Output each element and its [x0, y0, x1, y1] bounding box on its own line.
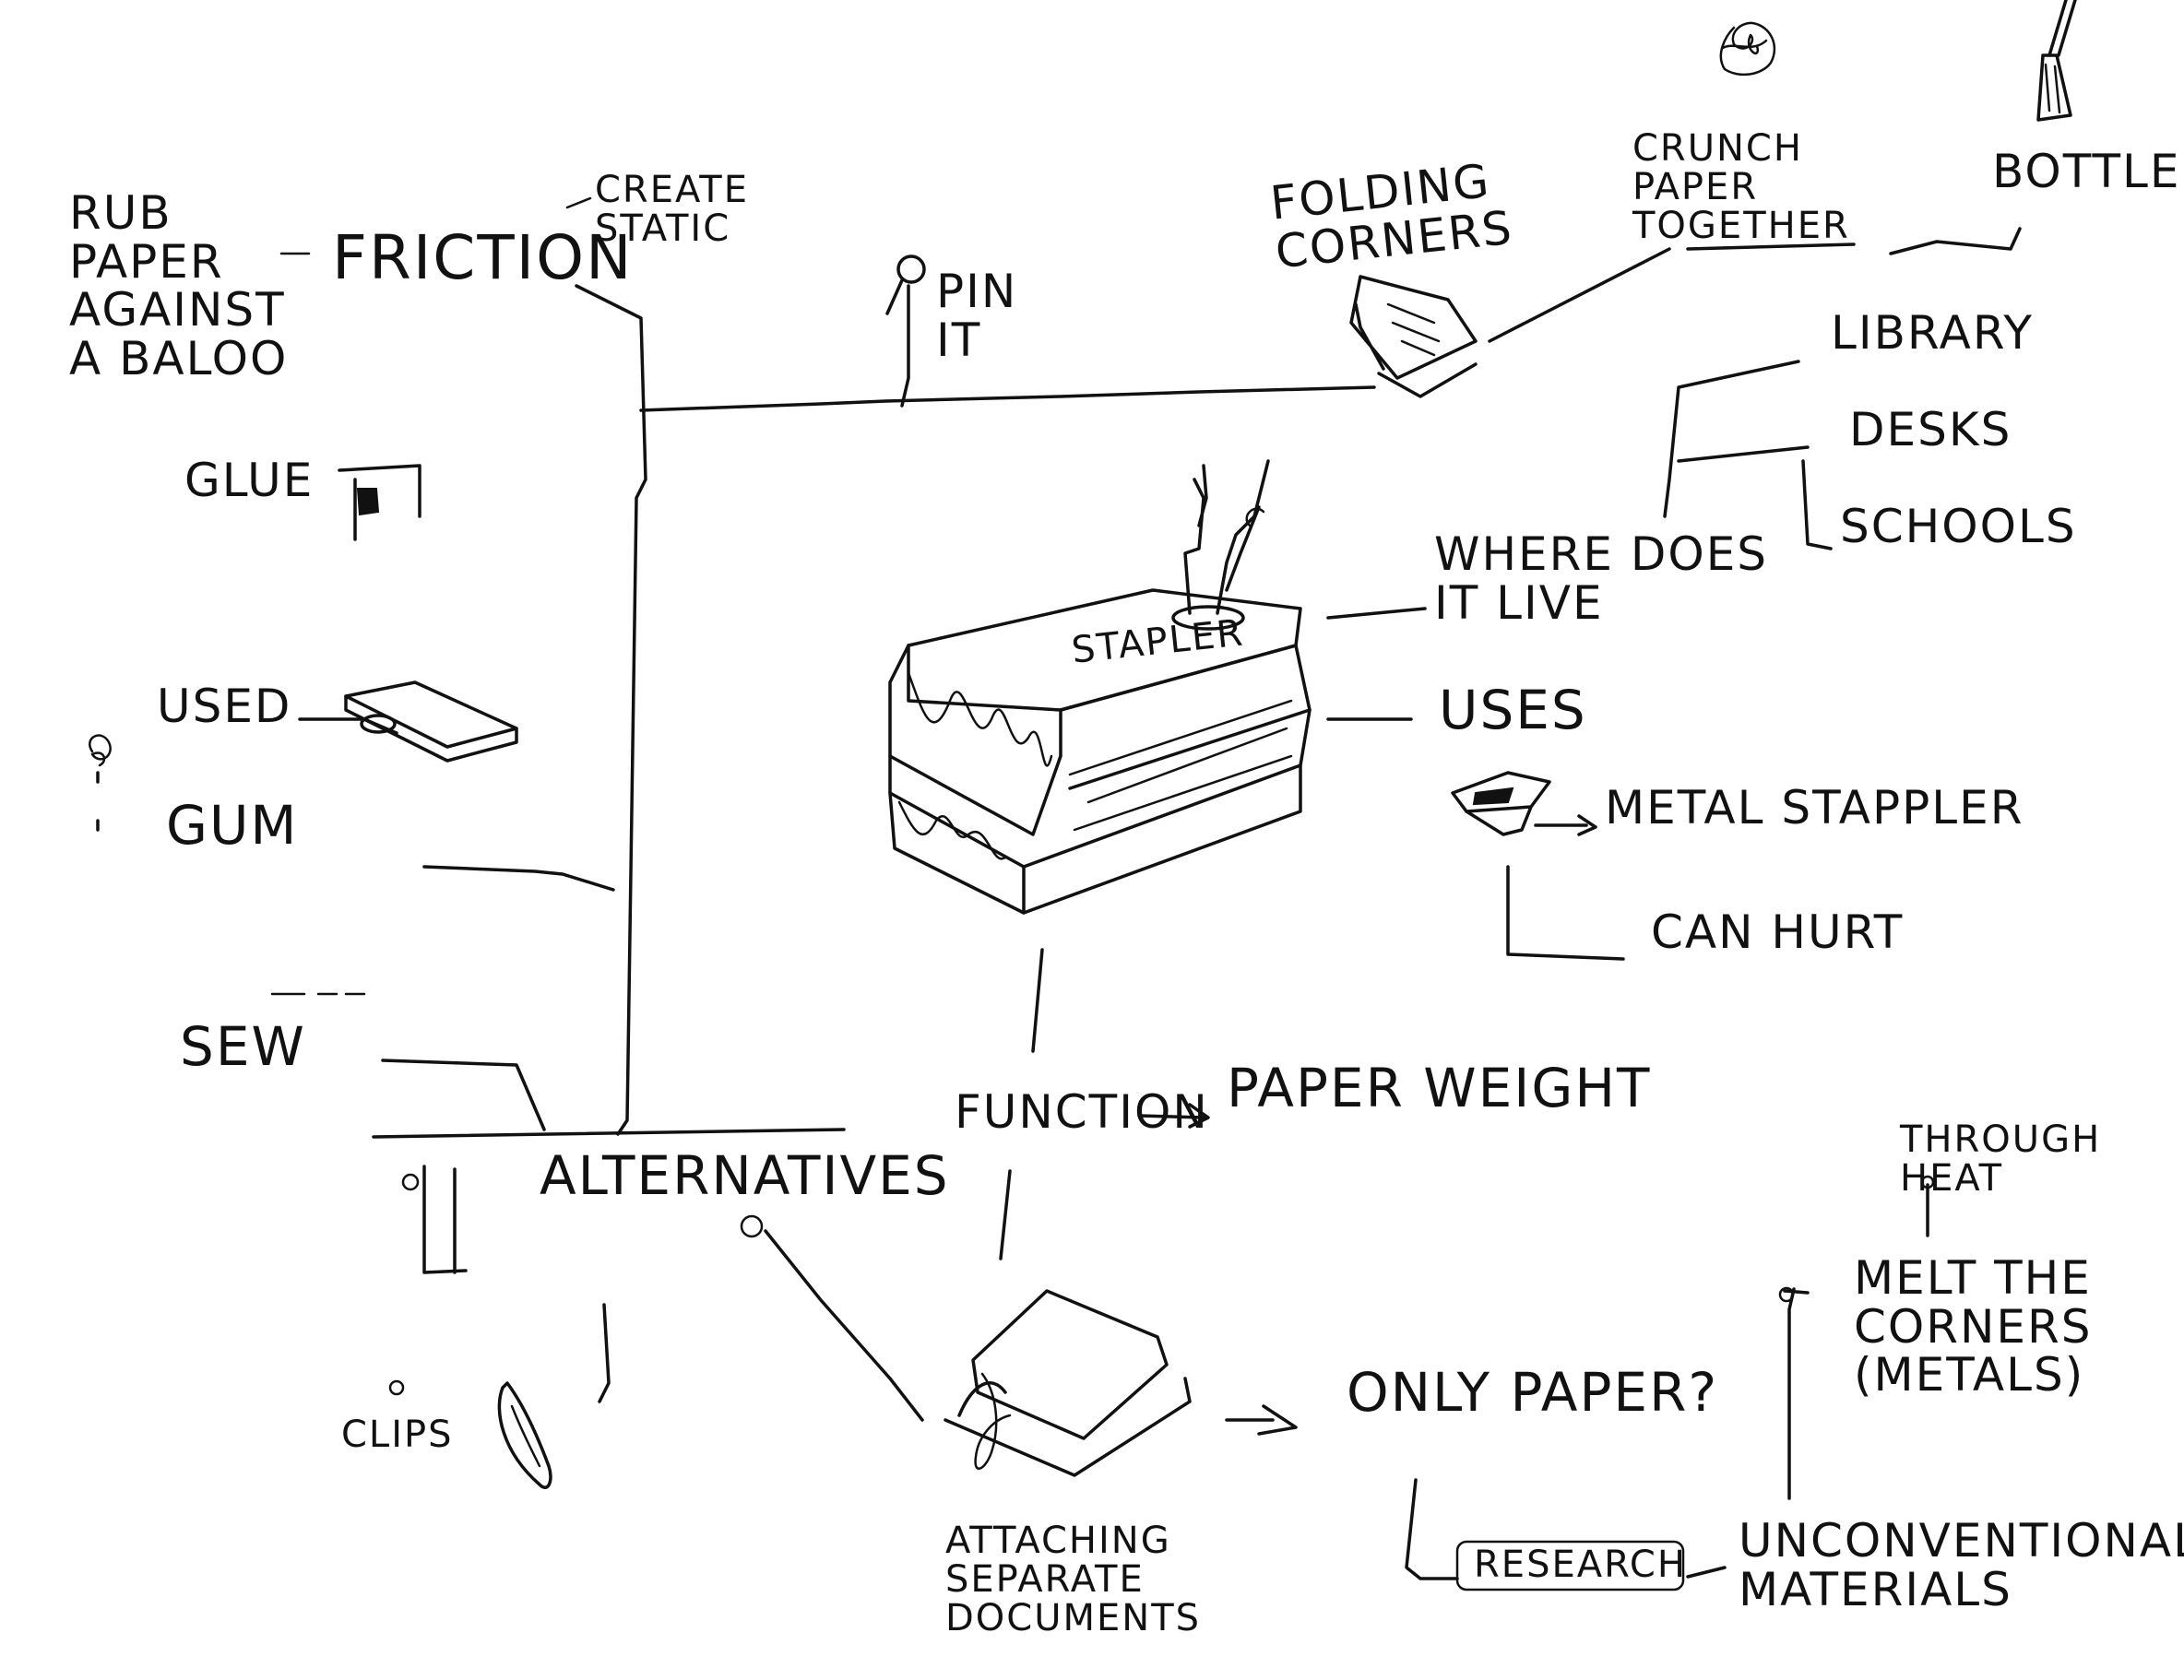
- paper-arrow-head: [1257, 1404, 1298, 1436]
- glue-icon: [338, 464, 421, 541]
- crunch-paper-label: CRUNCH PAPER TOGETHER: [1632, 127, 1850, 247]
- folded-paper-icon: [1349, 275, 1478, 398]
- desks-line: [1677, 445, 1810, 463]
- usb-icon: [298, 680, 518, 763]
- clip-dot: [401, 1173, 420, 1191]
- crunch-branch-line: [1488, 247, 1671, 343]
- bottle-label: BOTTLE: [1992, 145, 2181, 198]
- research-line: [1405, 1478, 1459, 1580]
- metal-stapler-label: METAL STAPPLER: [1605, 781, 2024, 834]
- function-arrow-head: [1188, 1103, 1210, 1129]
- rub-paper-label: RUB PAPER AGAINST A BALOO: [69, 186, 289, 385]
- alternatives-underline: [372, 1128, 846, 1139]
- research-to-unconventional-line: [1686, 1566, 1727, 1579]
- metal-arrow-head: [1577, 814, 1597, 836]
- heat-dot: [1920, 1175, 1935, 1189]
- schools-label: SCHOOLS: [1840, 500, 2077, 553]
- where-line: [1326, 607, 1427, 620]
- function-label: FUNCTION: [955, 1085, 1209, 1139]
- used-label: USED: [157, 680, 292, 733]
- function-to-attaching-line: [999, 1169, 1012, 1260]
- gum-line: [422, 865, 615, 892]
- can-hurt-label: CAN HURT: [1651, 905, 1905, 959]
- alternatives-to-attaching-line: [764, 1229, 924, 1422]
- research-label: RESEARCH: [1474, 1544, 1687, 1586]
- function-arrow-shaft: [1137, 1114, 1205, 1119]
- clips-label: CLIPS: [341, 1414, 454, 1456]
- pin-icon: [885, 254, 926, 315]
- pin-stem-line: [900, 284, 910, 408]
- through-heat-label: THROUGH HEAT: [1900, 1118, 2102, 1200]
- alternatives-label: ALTERNATIVES: [540, 1144, 950, 1207]
- small-stapler-icon: [1451, 771, 1551, 836]
- create-static-label: CREATE STATIC: [595, 169, 749, 250]
- bottle-icon: [2036, 0, 2077, 122]
- locations-bracket: [1663, 360, 1800, 518]
- gum-icon: [89, 734, 112, 832]
- stapler-icon: [888, 459, 1312, 915]
- melt-corners-label: MELT THE CORNERS (METALS): [1854, 1251, 2093, 1402]
- paperclip-icon: [497, 1381, 552, 1489]
- glue-label: GLUE: [184, 454, 315, 507]
- desks-label: DESKS: [1849, 403, 2012, 456]
- clip-bracket: [422, 1165, 468, 1274]
- papers-icon: [944, 1289, 1192, 1477]
- alternatives-node: [740, 1214, 764, 1238]
- attaching-label: ATTACHING SEPARATE DOCUMENTS: [945, 1520, 1202, 1639]
- melt-hook: [1783, 1289, 1810, 1295]
- trunk-lower-line: [598, 1303, 611, 1403]
- crumpled-paper-icon: [1719, 21, 1776, 77]
- melt-dot: [1778, 1286, 1795, 1303]
- bottle-branch-line: [1889, 227, 2022, 255]
- static-tick: [565, 196, 592, 209]
- friction-label: FRICTION: [332, 222, 634, 293]
- clips-dot: [388, 1379, 405, 1396]
- paper-weight-label: PAPER WEIGHT: [1227, 1057, 1652, 1119]
- unconventional-label: UNCONVENTIONAL MATERIALS: [1739, 1514, 2184, 1616]
- uses-label: USES: [1439, 679, 1587, 741]
- stapler-to-function-line: [1031, 948, 1044, 1053]
- only-paper-label: ONLY PAPER?: [1347, 1361, 1719, 1424]
- research-box: [1455, 1540, 1685, 1591]
- sew-line: [381, 1059, 546, 1131]
- sew-label: SEW: [180, 1015, 306, 1078]
- can-hurt-line: [1506, 865, 1625, 961]
- pin-it-label: PIN IT: [936, 265, 1018, 367]
- library-label: LIBRARY: [1831, 306, 2034, 360]
- top-branch-line: [639, 385, 1376, 412]
- schools-line: [1801, 459, 1833, 550]
- crunch-underline: [1686, 243, 1856, 251]
- trunk-line: [575, 284, 647, 1136]
- gum-label: GUM: [166, 794, 299, 857]
- where-does-it-live-label: WHERE DOES IT LIVE: [1434, 527, 1769, 630]
